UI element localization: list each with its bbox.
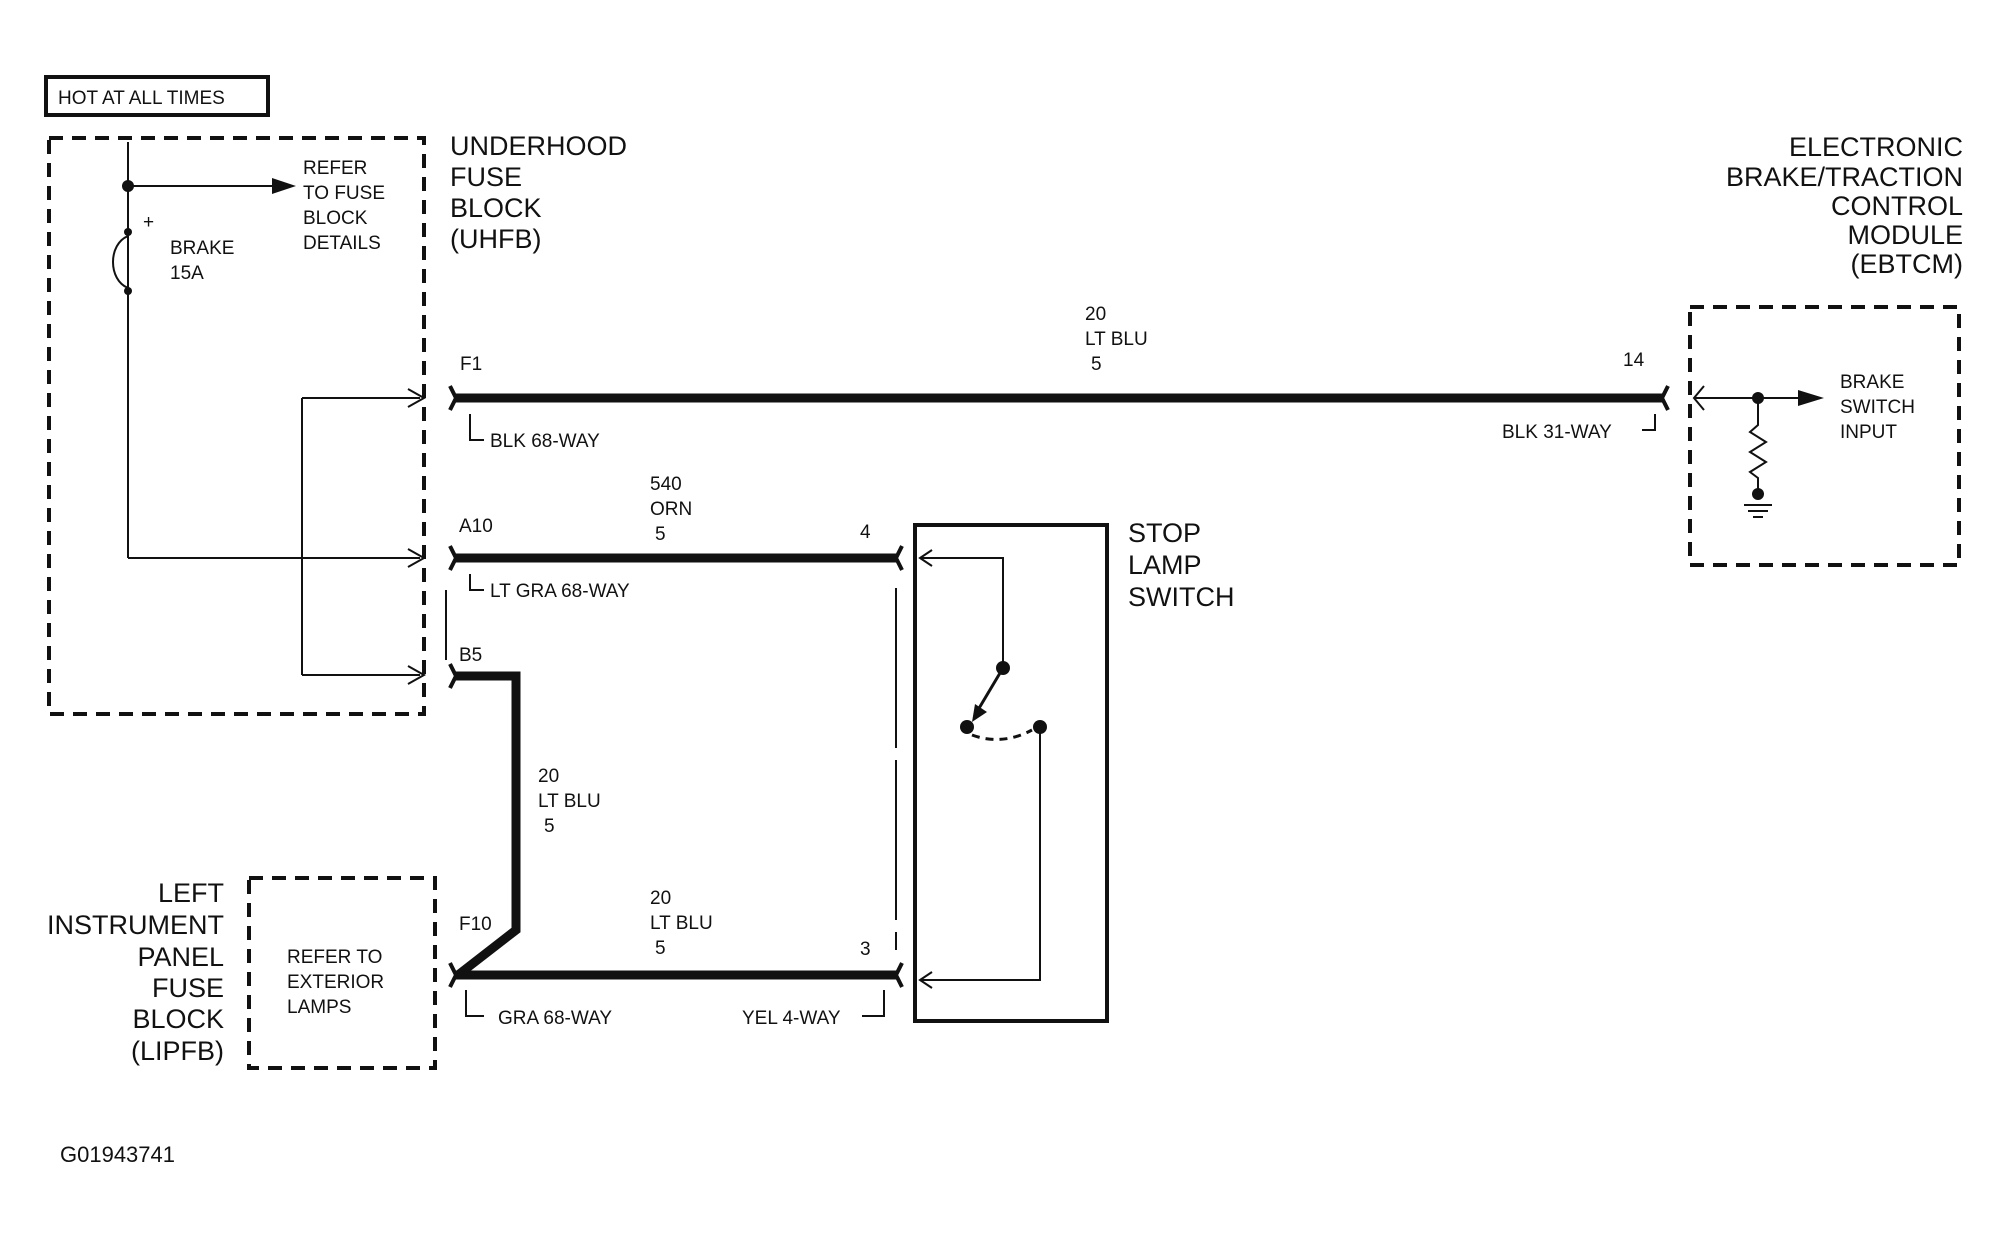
svg-text:(LIPFB): (LIPFB)	[131, 1036, 224, 1066]
connector-arrow-icon	[407, 548, 427, 568]
svg-text:BRAKE: BRAKE	[1840, 372, 1904, 393]
connector-icon	[893, 545, 904, 571]
figure-id: G01943741	[60, 1142, 175, 1167]
svg-text:REFER: REFER	[303, 158, 367, 179]
svg-text:5: 5	[544, 816, 555, 837]
wire-top-label: 20 LT BLU 5	[1085, 304, 1148, 375]
switch-contact	[960, 720, 974, 734]
resistor-icon	[1748, 398, 1768, 492]
svg-text:INSTRUMENT: INSTRUMENT	[47, 910, 224, 940]
pin-a10: A10	[459, 516, 493, 537]
svg-text:TO FUSE: TO FUSE	[303, 183, 385, 204]
svg-text:ELECTRONIC: ELECTRONIC	[1789, 132, 1963, 162]
stop-lamp-switch-title: STOP LAMP SWITCH	[1128, 518, 1234, 612]
lipfb-box	[247, 876, 437, 1070]
leader-line	[469, 574, 484, 591]
fuse-terminal	[124, 287, 132, 295]
ebtcm-box	[1688, 305, 1961, 567]
svg-text:5: 5	[655, 524, 666, 545]
switch-mechanical-link	[971, 728, 1033, 741]
pin-3: 3	[860, 939, 871, 960]
svg-text:20: 20	[1085, 304, 1106, 325]
fuse-icon	[112, 235, 129, 289]
svg-text:LEFT: LEFT	[158, 878, 224, 908]
svg-text:LAMPS: LAMPS	[287, 997, 351, 1018]
leader-line	[1642, 414, 1656, 431]
refer-arrow-head	[272, 178, 296, 194]
svg-text:20: 20	[538, 766, 559, 787]
svg-text:(EBTCM): (EBTCM)	[1851, 249, 1963, 279]
svg-text:5: 5	[655, 938, 666, 959]
switch-wire	[920, 727, 1041, 981]
connector-arrow-icon	[918, 971, 933, 989]
svg-text:FUSE: FUSE	[152, 973, 224, 1003]
svg-text:EXTERIOR: EXTERIOR	[287, 972, 384, 993]
svg-text:BLOCK: BLOCK	[303, 208, 368, 229]
leader-line	[862, 990, 885, 1017]
pin-f10: F10	[459, 914, 492, 935]
svg-text:(UHFB): (UHFB)	[450, 224, 541, 254]
input-arrow-head	[1798, 390, 1824, 406]
svg-text:BLOCK: BLOCK	[132, 1004, 224, 1034]
pin-b5: B5	[459, 645, 482, 666]
hot-at-all-times-box	[44, 75, 270, 117]
switch-blade-arrowhead	[972, 704, 987, 722]
svg-text:BLOCK: BLOCK	[450, 193, 542, 223]
connector-icon	[1659, 385, 1670, 411]
stop-lamp-switch-box	[913, 523, 1109, 1023]
leader-line	[469, 414, 484, 441]
fuse-name: BRAKE	[170, 238, 234, 259]
svg-text:REFER TO: REFER TO	[287, 947, 382, 968]
svg-text:MODULE: MODULE	[1847, 220, 1963, 250]
connector-arrow-icon	[407, 388, 427, 408]
svg-text:FUSE: FUSE	[450, 162, 522, 192]
svg-text:LT BLU: LT BLU	[538, 791, 601, 812]
svg-text:BRAKE/TRACTION: BRAKE/TRACTION	[1726, 162, 1963, 192]
connector-icon	[893, 962, 904, 988]
wire-vertical	[454, 671, 521, 979]
uhfb-box	[47, 136, 426, 716]
pin-f1: F1	[460, 354, 482, 375]
svg-text:20: 20	[650, 888, 671, 909]
svg-text:LT BLU: LT BLU	[1085, 329, 1148, 350]
svg-text:ORN: ORN	[650, 499, 692, 520]
svg-text:PANEL: PANEL	[137, 942, 224, 972]
svg-text:INPUT: INPUT	[1840, 422, 1897, 443]
conn-gra-68-way: GRA 68-WAY	[498, 1008, 612, 1029]
svg-text:STOP: STOP	[1128, 518, 1201, 548]
svg-text:LT BLU: LT BLU	[650, 913, 713, 934]
switch-wire	[920, 557, 1004, 668]
pin-4: 4	[860, 522, 871, 543]
conn-blk-68-way: BLK 68-WAY	[490, 431, 600, 452]
hot-at-all-times-label: HOT AT ALL TIMES	[58, 88, 225, 109]
leader-line	[465, 990, 484, 1017]
ground-node	[1752, 488, 1764, 500]
pin-14: 14	[1623, 350, 1645, 371]
svg-text:LAMP: LAMP	[1128, 550, 1202, 580]
refer-fuse-details-label: REFER TO FUSE BLOCK DETAILS	[303, 158, 385, 254]
svg-text:UNDERHOOD: UNDERHOOD	[450, 131, 627, 161]
ebtcm-title: ELECTRONIC BRAKE/TRACTION CONTROL MODULE…	[1726, 132, 1963, 279]
lipfb-title: LEFT INSTRUMENT PANEL FUSE BLOCK (LIPFB)	[47, 878, 224, 1066]
wire-bottom-label: 20 LT BLU 5	[650, 888, 713, 959]
svg-text:DETAILS: DETAILS	[303, 233, 381, 254]
conn-lt-gra-68-way: LT GRA 68-WAY	[490, 581, 630, 602]
wire-vertical-label: 20 LT BLU 5	[538, 766, 601, 837]
svg-text:540: 540	[650, 474, 682, 495]
svg-text:5: 5	[1091, 354, 1102, 375]
brake-switch-input-label: BRAKE SWITCH INPUT	[1840, 372, 1915, 443]
wire-middle-label: 540 ORN 5	[650, 474, 692, 545]
conn-yel-4-way: YEL 4-WAY	[742, 1008, 841, 1029]
uhfb-title: UNDERHOOD FUSE BLOCK (UHFB)	[450, 131, 627, 254]
fuse-terminal	[124, 228, 132, 236]
fuse-polarity: +	[143, 212, 154, 233]
fuse-rating: 15A	[170, 263, 204, 284]
svg-text:SWITCH: SWITCH	[1840, 397, 1915, 418]
connector-arrow-icon	[407, 665, 427, 685]
refer-exterior-lamps-label: REFER TO EXTERIOR LAMPS	[287, 947, 384, 1018]
svg-text:SWITCH: SWITCH	[1128, 582, 1234, 612]
conn-blk-31-way: BLK 31-WAY	[1502, 422, 1612, 443]
svg-text:CONTROL: CONTROL	[1831, 191, 1963, 221]
